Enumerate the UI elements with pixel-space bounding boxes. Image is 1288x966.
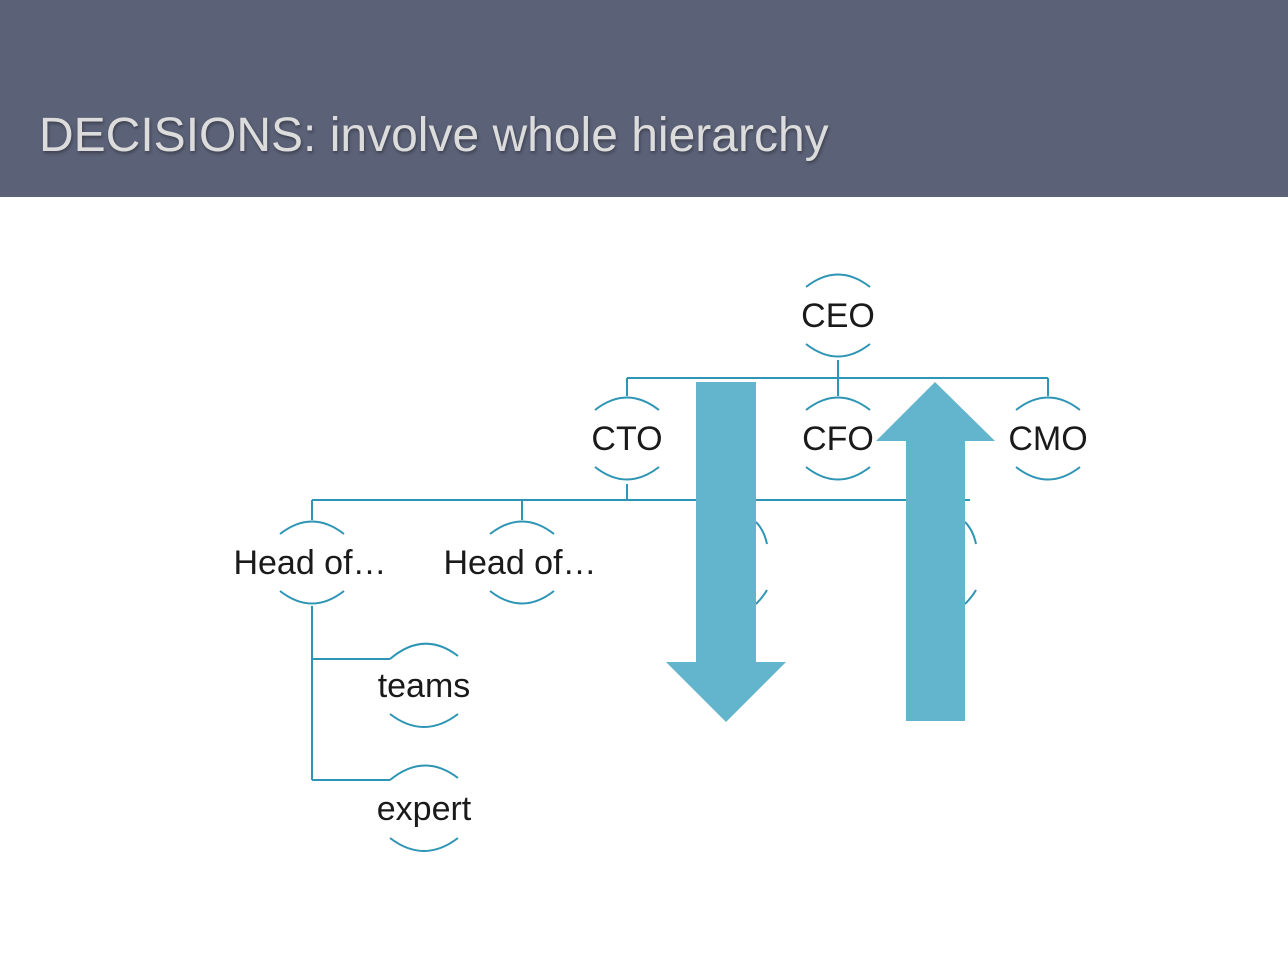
teams-arc-top [389, 642, 459, 660]
teams-arc-bottom [389, 713, 459, 728]
cto-label: CTO [591, 420, 662, 458]
node-labels: CEO CTO CFO CMO Head of… Head of… teams … [233, 297, 1087, 828]
ceo-arc-bottom [805, 343, 871, 358]
connectors [311, 360, 1049, 781]
bottom-up-arrow [876, 382, 995, 721]
cfo-arc-top [805, 396, 871, 411]
hidden-node-arc-1a [755, 521, 768, 545]
cto-arc-top [594, 396, 660, 411]
expert-label: expert [377, 790, 472, 828]
teams-label: teams [378, 667, 471, 705]
expert-arc-bottom [389, 837, 459, 852]
head2-label: Head of… [443, 544, 596, 582]
node-arcs [279, 273, 1081, 852]
cmo-arc-top [1015, 396, 1081, 411]
head2-arc-bottom [489, 590, 555, 605]
hidden-node-arc-2a [964, 521, 977, 545]
head1-arc-bottom [279, 590, 345, 605]
head1-arc-top [279, 520, 345, 535]
cmo-label: CMO [1008, 420, 1087, 458]
cfo-arc-bottom [805, 466, 871, 481]
cmo-arc-bottom [1015, 466, 1081, 481]
ceo-label: CEO [801, 297, 875, 335]
slide-title: DECISIONS: involve whole hierarchy [39, 109, 829, 162]
head2-arc-top [489, 520, 555, 535]
cfo-label: CFO [802, 420, 874, 458]
head1-label: Head of… [233, 544, 386, 582]
cto-arc-bottom [594, 466, 660, 481]
title-bar: DECISIONS: involve whole hierarchy [0, 0, 1288, 197]
hidden-node-arc-1b [755, 589, 768, 605]
expert-arc-top [389, 764, 459, 781]
ceo-arc-top [805, 273, 871, 288]
hidden-node-arc-2b [964, 589, 977, 605]
top-down-arrow [666, 382, 786, 722]
